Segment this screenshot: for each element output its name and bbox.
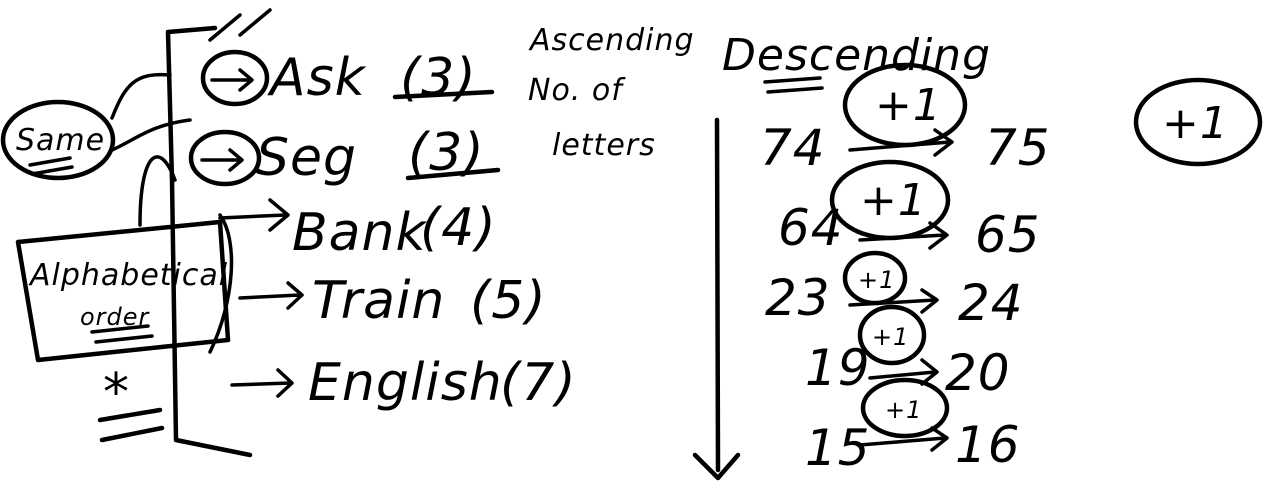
double-underline [28,156,74,176]
pair-to: 20 [945,344,1011,402]
plus-one-circle [842,250,908,306]
arrow-icon [210,68,254,92]
ascending-label-line1: Ascending [528,23,695,58]
letter-count: (4) [420,198,497,258]
plus-one-label: +1 [858,266,895,294]
pair-from: 74 [760,119,826,177]
same-circle [0,99,116,181]
descending-label: Descending [722,30,991,81]
word-label: English [308,353,503,413]
word-list-bracket [165,25,253,458]
word-label: Ask [267,48,367,108]
pair-from: 23 [765,269,831,327]
plus-one-label: +1 [875,80,942,131]
double-underline [763,76,824,94]
underline [405,167,501,181]
ascending-label-line2: No. of [528,73,626,108]
arrow-circle [188,129,262,187]
pair-to: 16 [955,416,1021,474]
letter-count: (7) [500,353,577,413]
plus-one-label: +1 [860,175,927,226]
word-label: Train [312,271,445,331]
arrow-circle [200,49,270,107]
plus-one-circle [857,304,927,366]
asterisk-mark: * [103,363,130,423]
pair-to: 24 [958,274,1024,332]
plus-one-label: +1 [872,323,909,351]
arrow-icon [238,281,304,310]
plus-one-circle [829,159,951,241]
plus-one-circle [842,62,968,148]
alphabetical-note-line1: Alphabetical [28,258,228,293]
arrow-icon [230,368,294,398]
alphabetical-box [15,219,231,363]
plus-one-label: +1 [1162,98,1229,149]
same-note: Same [16,123,105,158]
alphabetical-bracket [138,155,234,354]
arrow-icon [868,358,939,386]
word-label: Seg [256,128,357,188]
arrow-icon [858,426,949,452]
word-label: Bank [292,203,427,263]
descending-arrow [692,117,741,481]
pair-to: 75 [985,119,1051,177]
double-underline [90,324,154,344]
plus-one-label: +1 [885,396,922,424]
plus-one-circle [860,377,950,439]
same-bracket [110,72,192,152]
underline [392,89,495,100]
letter-count: (3) [400,48,477,108]
arrow-icon [200,148,244,172]
plus-one-circle [1133,77,1263,167]
pair-from: 19 [805,339,871,397]
arrow-icon [848,288,939,314]
tick-mark [208,8,272,42]
pair-from: 15 [805,419,871,477]
arrow-icon [218,198,290,232]
ascending-label-line3: letters [552,128,656,163]
pair-to: 65 [975,206,1041,264]
double-underline [97,407,165,443]
letter-count: (5) [470,271,547,331]
